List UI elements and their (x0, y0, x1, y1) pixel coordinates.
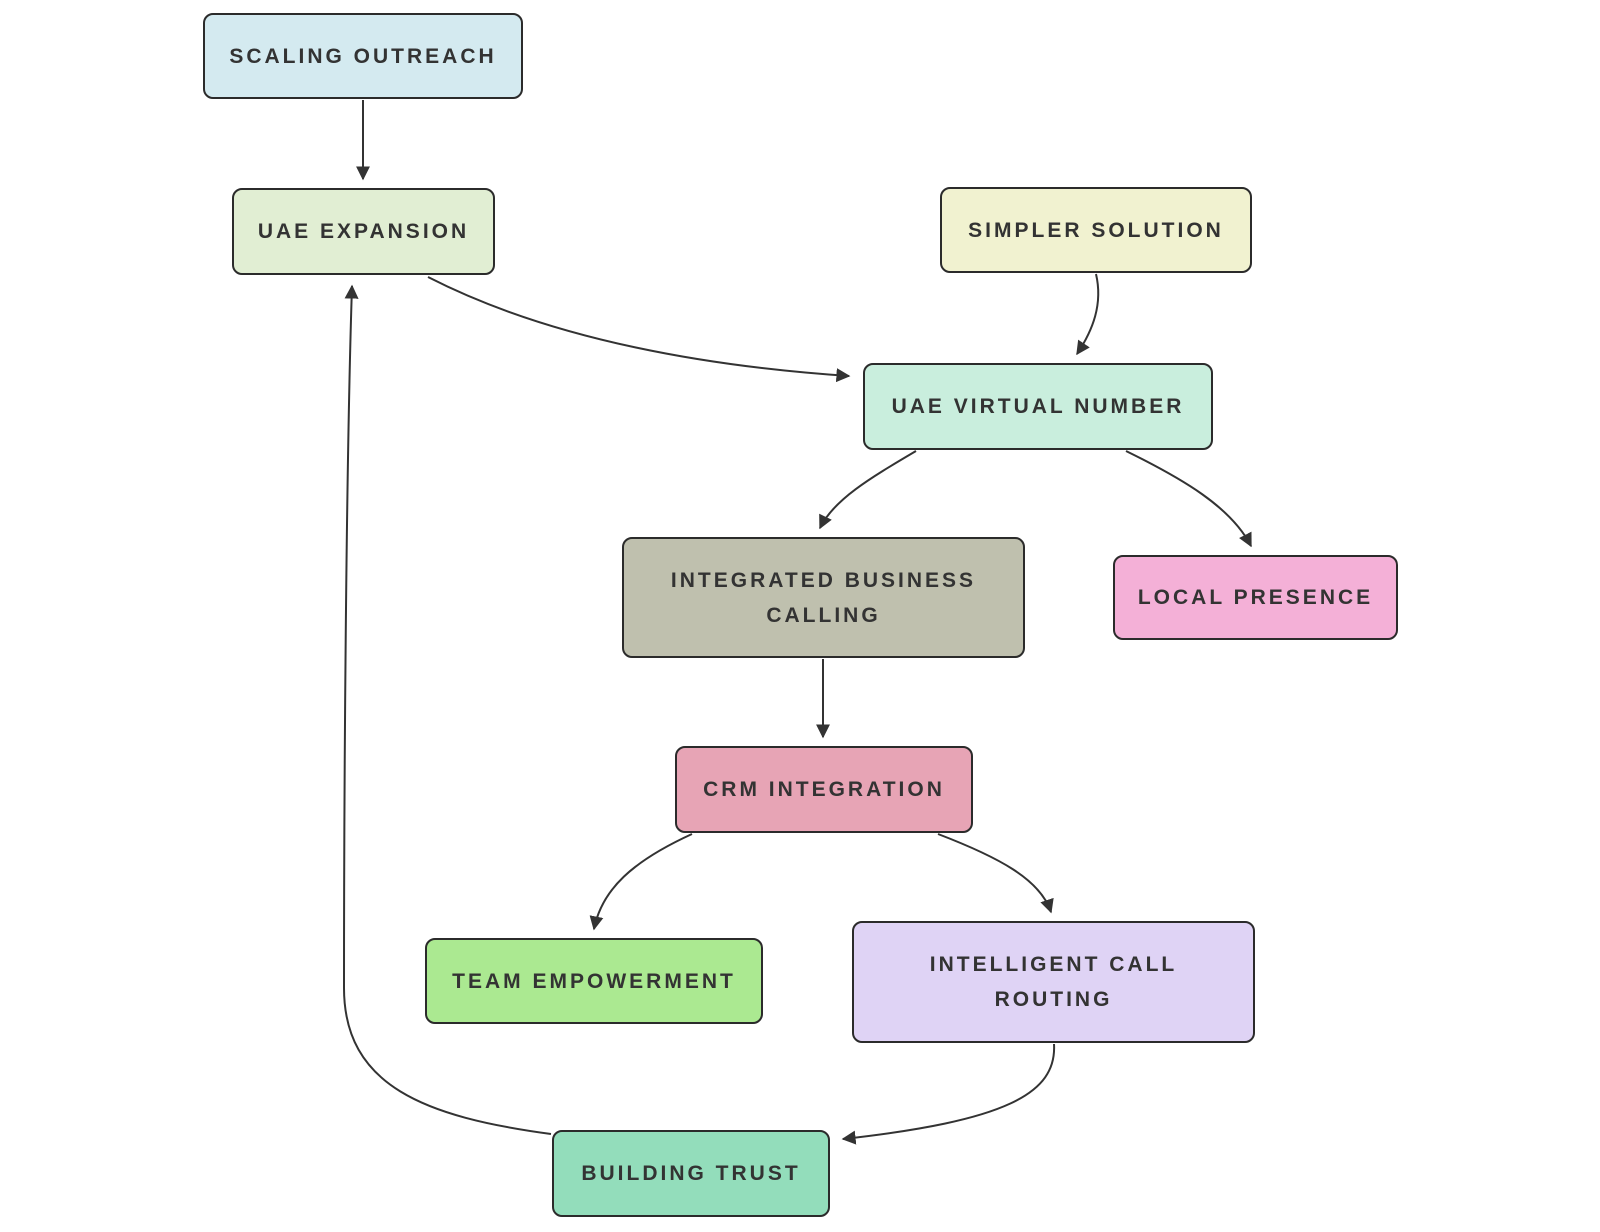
node-team-empowerment: TEAM EMPOWERMENT (425, 938, 763, 1024)
node-uae-virtual-number: UAE VIRTUAL NUMBER (863, 363, 1213, 450)
edge-intelligent-call-routing-to-building-trust (841, 1043, 1056, 1145)
edge-uae-virtual-number-to-integrated-business-calling (819, 450, 917, 530)
node-scaling-outreach: SCALING OUTREACH (203, 13, 523, 99)
edge-building-trust-to-uae-expansion (342, 284, 552, 1135)
edge-crm-integration-to-team-empowerment (589, 833, 693, 931)
node-uae-expansion: UAE EXPANSION (232, 188, 495, 275)
node-local-presence: LOCAL PRESENCE (1113, 555, 1398, 640)
node-simpler-solution: SIMPLER SOLUTION (940, 187, 1252, 273)
edge-uae-virtual-number-to-local-presence (1125, 450, 1252, 548)
edge-crm-integration-to-intelligent-call-routing (937, 833, 1054, 914)
edge-simpler-solution-to-uae-virtual-number (1076, 273, 1100, 356)
node-integrated-business-calling: INTEGRATED BUSINESS CALLING (622, 537, 1025, 658)
node-crm-integration: CRM INTEGRATION (675, 746, 973, 833)
node-building-trust: BUILDING TRUST (552, 1130, 830, 1217)
node-intelligent-call-routing: INTELLIGENT CALL ROUTING (852, 921, 1255, 1043)
edge-uae-expansion-to-uae-virtual-number (427, 276, 851, 383)
